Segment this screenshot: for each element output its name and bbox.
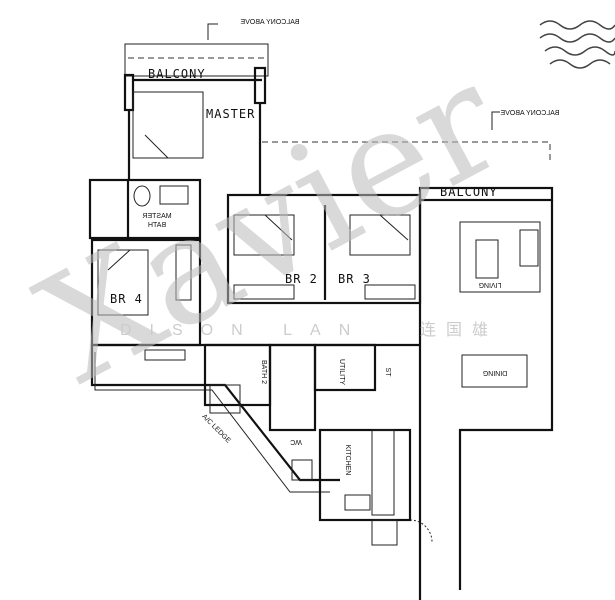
balcony-above-label: BALCONY ABOVE (500, 110, 559, 117)
master-bath (88, 178, 202, 240)
dining-label: DINING (483, 369, 508, 376)
living-dining (418, 186, 554, 600)
balcony-label: BALCONY (148, 67, 206, 81)
balcony-above-label: BALCONY ABOVE (240, 19, 299, 26)
balcony-label: BALCONY (440, 185, 498, 199)
br3-label: BR 3 (338, 272, 371, 286)
service-area (90, 343, 433, 546)
living-label: LIVING (479, 281, 502, 288)
master-bath-label: MASTER (142, 213, 171, 220)
br2-label: BR 2 (285, 272, 318, 286)
kitchen-label: KITCHEN (344, 445, 351, 476)
master-suite (123, 23, 269, 195)
br4-label: BR 4 (110, 292, 143, 306)
ac-ledge-label: A/C LEDGE (200, 413, 232, 445)
postmark-waves-icon (539, 20, 615, 69)
master-label: MASTER (206, 107, 255, 121)
master-bath-label: BATH (148, 222, 166, 229)
svg-text:连国雄: 连国雄 (420, 321, 498, 339)
utility-label: UTILITY (338, 359, 345, 385)
svg-text:DISON LAN: DISON LAN (120, 322, 368, 339)
wc-label: WC (290, 438, 302, 445)
bath2-label: BATH 2 (260, 360, 267, 384)
store-label: ST (384, 368, 391, 378)
